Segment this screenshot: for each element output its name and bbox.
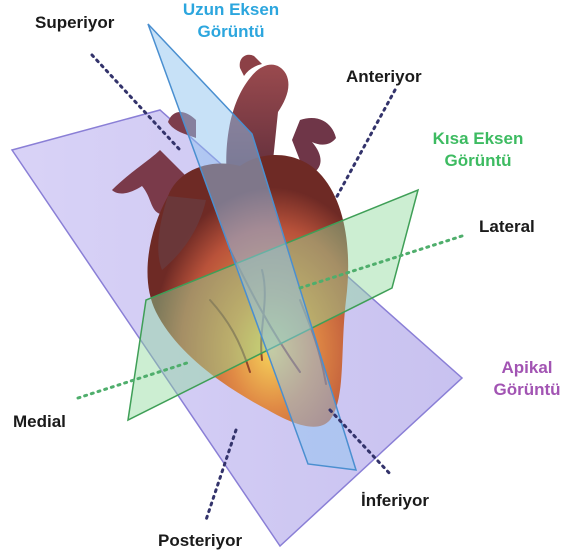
long-axis-label-line2: Görüntü [172,21,290,43]
anterior-axis-dots [335,90,395,200]
posterior-label: Posteriyor [158,530,242,552]
apical-label-line1: Apikal [482,357,572,379]
apical-label-line2: Görüntü [482,379,572,401]
short-axis-label-line1: Kısa Eksen [418,128,538,150]
long-axis-label-line1: Uzun Eksen [172,0,290,21]
superior-label: Superiyor [35,12,114,34]
lateral-label: Lateral [479,216,535,238]
anterior-label: Anteriyor [346,66,422,88]
medial-label: Medial [13,411,66,433]
long-axis-view-label: Uzun Eksen Görüntü [172,0,290,43]
inferior-label: İnferiyor [361,490,429,512]
short-axis-label-line2: Görüntü [418,150,538,172]
apical-view-label: Apikal Görüntü [482,357,572,401]
short-axis-view-label: Kısa Eksen Görüntü [418,128,538,172]
